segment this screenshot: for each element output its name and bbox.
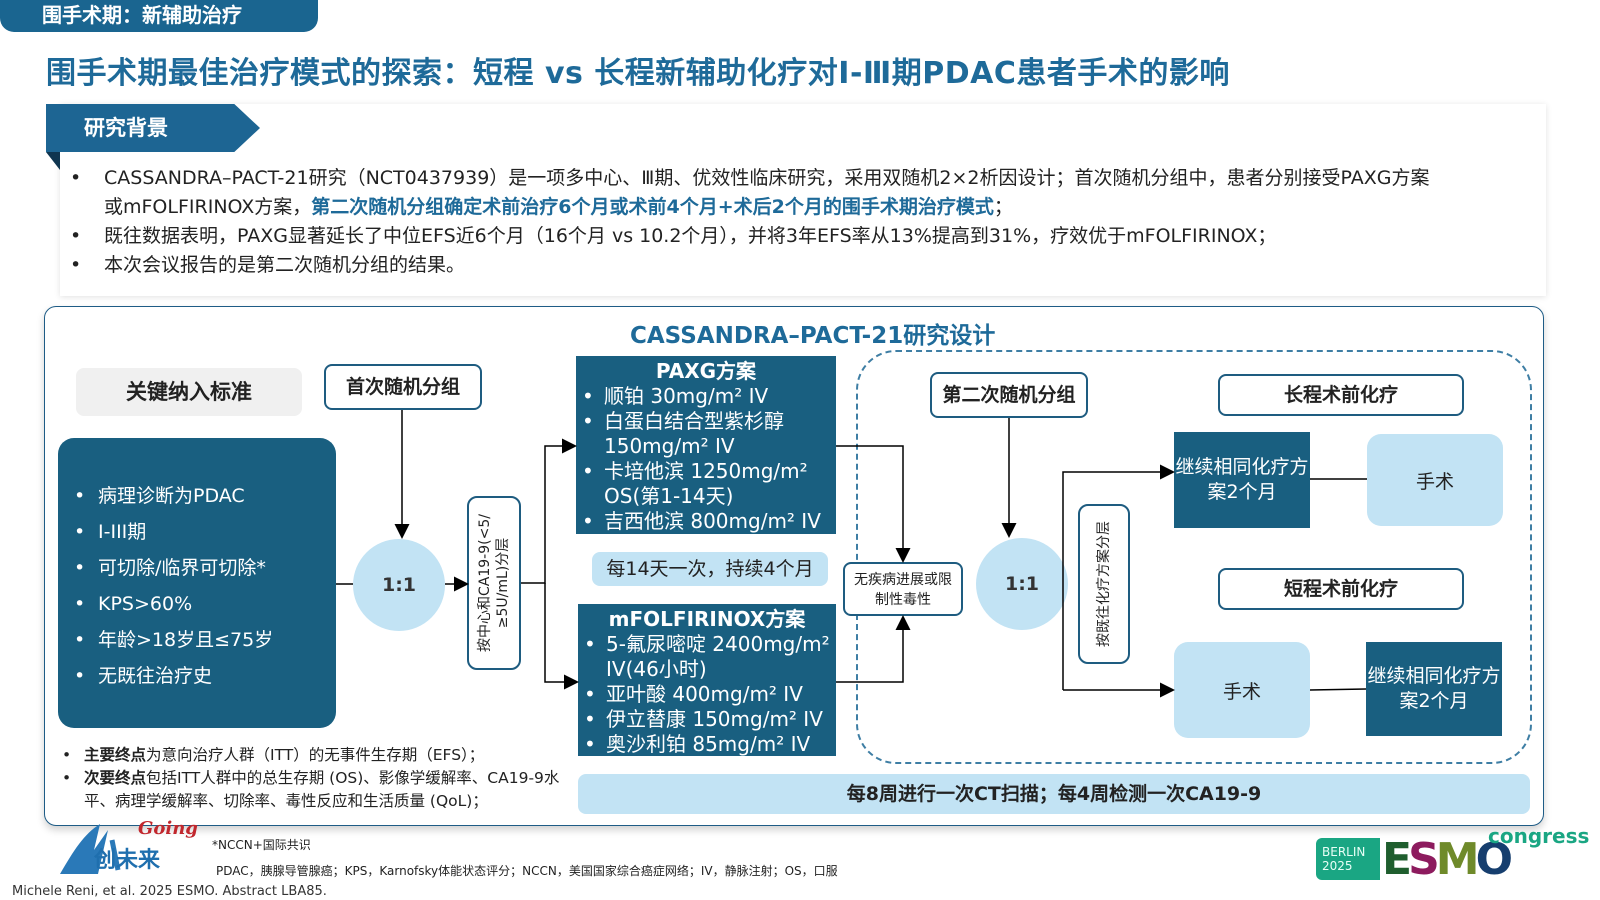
- background-bullet: •本次会议报告的是第二次随机分组的结果。: [70, 251, 1520, 280]
- esmo-year: 2025: [1322, 859, 1353, 873]
- bullet-text: 或mFOLFIRINOX方案，: [104, 196, 312, 218]
- background-bullet: •既往数据表明，PAXG显著延长了中位EFS近6个月（16个月 vs 10.2个…: [70, 222, 1520, 251]
- page-title: 围手术期最佳治疗模式的探索：短程 vs 长程新辅助化疗对Ⅰ-Ⅲ期PDAC患者手术…: [46, 56, 1230, 91]
- mfolfirinox-item: •奥沙利铂 85mg/m² IV: [584, 732, 811, 756]
- esmo-congress: congress: [1488, 824, 1590, 848]
- paxg-box: PAXG方案 •顺铂 30mg/m² IV •白蛋白结合型紫杉醇 150mg/m…: [576, 356, 836, 534]
- paxg-item: •卡培他滨 1250mg/m² OS(第1-14天): [582, 459, 808, 508]
- bullet-text: ；: [993, 196, 1013, 218]
- background-label: 研究背景: [46, 104, 260, 152]
- logo-cn-text: 创未来: [94, 847, 161, 873]
- condition-box: 无疾病进展或限制性毒性: [843, 562, 963, 616]
- stratification-text-2: 按既往化疗方案分层: [1096, 521, 1112, 647]
- criteria-item: I-III期: [74, 514, 336, 550]
- bullet-text: 本次会议报告的是第二次随机分组的结果。: [104, 254, 466, 276]
- criteria-item: 可切除/临界可切除*: [74, 550, 336, 586]
- bullet-text: CASSANDRA–PACT-21研究（NCT0437939）是一项多中心、Ⅲ期…: [104, 167, 1430, 189]
- background-panel: [60, 104, 1546, 296]
- stratification-box-1: 按中心和CA19-9(<5/≥5U/mL)分层: [467, 496, 521, 670]
- mfolfirinox-title: mFOLFIRINOX方案: [608, 607, 806, 631]
- paxg-item: •白蛋白结合型紫杉醇 150mg/m² IV: [582, 409, 784, 458]
- short-arm-chemo: 继续相同化疗方案2个月: [1366, 642, 1502, 736]
- stratification-text-1: 按中心和CA19-9(<5/≥5U/mL)分层: [477, 514, 511, 652]
- ratio-circle-1: 1:1: [353, 539, 445, 631]
- criteria-box: 病理诊断为PDAC I-III期 可切除/临界可切除* KPS>60% 年龄>1…: [58, 438, 336, 728]
- mfolfirinox-item: •5-氟尿嘧啶 2400mg/m² IV(46小时): [584, 632, 830, 681]
- background-bullet: • CASSANDRA–PACT-21研究（NCT0437939）是一项多中心、…: [70, 167, 1430, 218]
- endpoint-item: •次要终点包括ITT人群中的总生存期 (OS)、影像学缓解率、CA19-9水平、…: [62, 769, 560, 810]
- schedule-pill: 每14天一次，持续4个月: [592, 552, 828, 586]
- criteria-header: 关键纳入标准: [76, 368, 302, 416]
- paxg-title: PAXG方案: [655, 359, 757, 383]
- monitoring-bar: 每8周进行一次CT扫描；每4周检测一次CA19-9: [578, 774, 1530, 814]
- criteria-item: 病理诊断为PDAC: [74, 478, 336, 514]
- section-tab: 围手术期：新辅助治疗: [0, 0, 318, 32]
- endpoints-list: •主要终点为意向治疗人群（ITT）的无事件生存期（EFS）； •次要终点包括IT…: [62, 744, 582, 813]
- long-arm-chemo: 继续相同化疗方案2个月: [1174, 432, 1310, 528]
- endpoint-item: •主要终点为意向治疗人群（ITT）的无事件生存期（EFS）；: [62, 746, 485, 764]
- background-list: • CASSANDRA–PACT-21研究（NCT0437939）是一项多中心、…: [70, 164, 1520, 280]
- short-arm-surgery: 手术: [1174, 642, 1310, 738]
- ratio-circle-2: 1:1: [976, 538, 1068, 630]
- bullet-highlight: 第二次随机分组确定术前治疗6个月或术前4个月+术后2个月的围手术期治疗模式: [311, 196, 994, 218]
- logo-brush-icon: [60, 824, 121, 874]
- mfolfirinox-item: •伊立替康 150mg/m² IV: [584, 707, 823, 731]
- design-title: CASSANDRA–PACT-21研究设计: [630, 323, 996, 349]
- paxg-item: •吉西他滨 800mg/m² IV: [582, 509, 821, 533]
- esmo-city: BERLIN: [1322, 845, 1366, 859]
- mfolfirinox-box: mFOLFIRINOX方案 •5-氟尿嘧啶 2400mg/m² IV(46小时)…: [578, 604, 836, 756]
- ribbon-fold: [46, 152, 60, 170]
- esmo-wordmark: ESMO: [1382, 834, 1513, 885]
- criteria-item: 无既往治疗史: [74, 658, 336, 694]
- mfolfirinox-item: •亚叶酸 400mg/m² IV: [584, 682, 803, 706]
- stratification-box-2: 按既往化疗方案分层: [1078, 504, 1130, 664]
- paxg-item: •顺铂 30mg/m² IV: [582, 384, 769, 408]
- citation: Michele Reni, et al. 2025 ESMO. Abstract…: [12, 884, 327, 899]
- criteria-item: 年龄>18岁且≤75岁: [74, 622, 336, 658]
- logo-going-text: Going: [138, 818, 198, 839]
- short-arm-label: 短程术前化疗: [1218, 568, 1464, 610]
- long-arm-label: 长程术前化疗: [1218, 374, 1464, 416]
- second-randomization-box: 第二次随机分组: [930, 372, 1088, 418]
- footnote: *NCCN+国际共识: [212, 838, 311, 852]
- abbreviations: PDAC，胰腺导管腺癌；KPS，Karnofsky体能状态评分；NCCN，美国国…: [216, 864, 838, 878]
- bullet-text: 既往数据表明，PAXG显著延长了中位EFS近6个月（16个月 vs 10.2个月…: [104, 225, 1277, 247]
- first-randomization-box: 首次随机分组: [324, 364, 482, 410]
- criteria-item: KPS>60%: [74, 586, 336, 622]
- long-arm-surgery: 手术: [1367, 434, 1503, 526]
- chuang-weilai-logo: [54, 820, 204, 880]
